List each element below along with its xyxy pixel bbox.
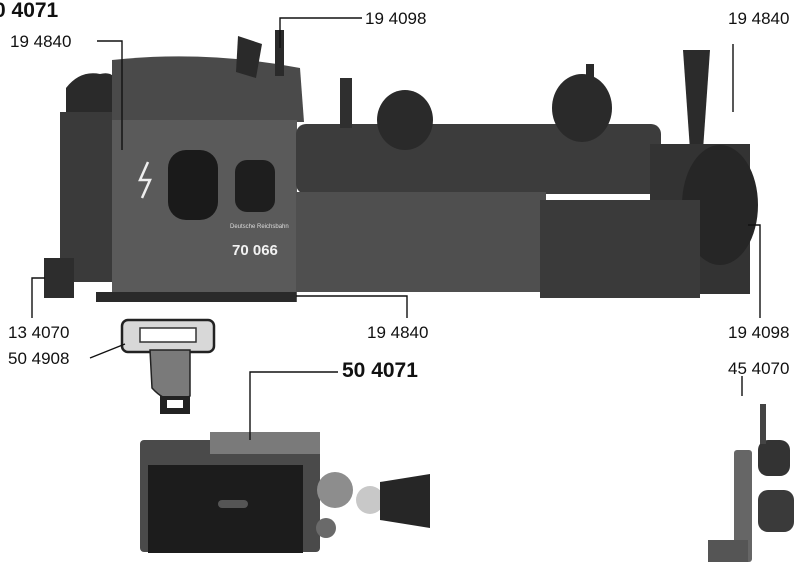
part-label-19-4098-top: 19 4098 <box>365 9 427 28</box>
diagram-title: 0 4071 <box>0 0 59 22</box>
locomotive: Deutsche Reichsbahn 70 066 <box>44 30 758 302</box>
leader-50-4071 <box>249 371 338 440</box>
leader-19-4840-bottom <box>296 295 408 318</box>
coupling-part <box>120 318 216 414</box>
part-label-19-4840-bottom: 19 4840 <box>367 323 429 342</box>
leader-19-4840-left <box>97 40 123 150</box>
leader-19-4098-right <box>748 224 761 318</box>
part-label-45-4070: 45 4070 <box>728 359 790 378</box>
part-label-13-4070: 13 4070 <box>8 323 70 342</box>
railway-name: Deutsche Reichsbahn <box>230 224 289 230</box>
part-label-50-4908: 50 4908 <box>8 349 70 368</box>
part-label-19-4840-left: 19 4840 <box>10 32 72 51</box>
part-label-19-4098-right: 19 4098 <box>728 323 790 342</box>
leader-13-4070 <box>31 277 45 318</box>
bracket-part <box>708 404 794 562</box>
loco-number: 70 066 <box>232 242 278 259</box>
leader-19-4098-top <box>279 17 362 48</box>
part-label-50-4071: 50 4071 <box>342 359 418 382</box>
part-label-19-4840-right: 19 4840 <box>728 9 790 28</box>
leader-50-4908 <box>89 343 126 359</box>
motor-part <box>140 432 430 553</box>
